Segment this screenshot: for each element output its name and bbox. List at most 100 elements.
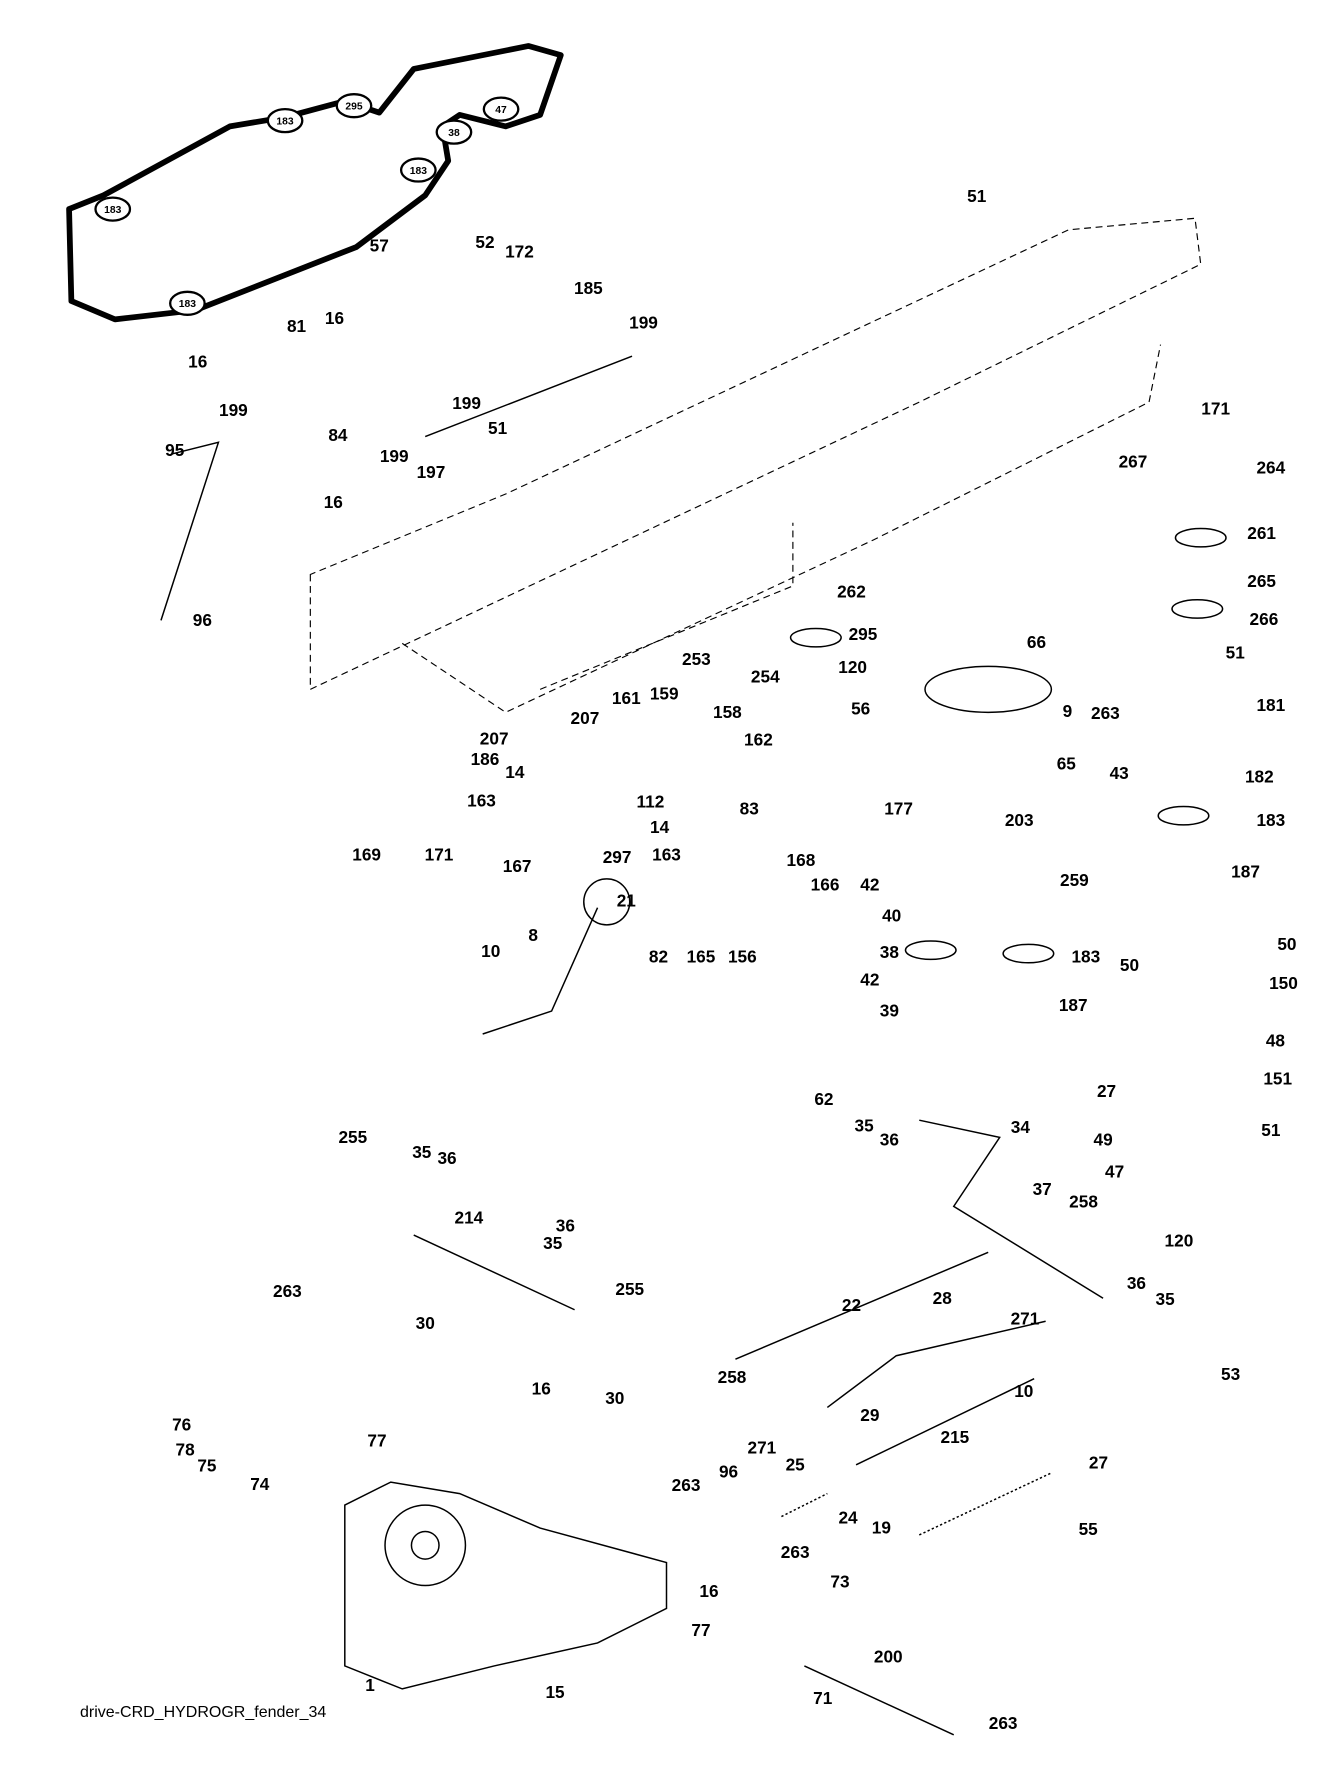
part-callout-1: 1 <box>365 1675 375 1695</box>
frame <box>309 217 1202 713</box>
part-callout-172: 172 <box>505 241 534 261</box>
part-callout-258: 258 <box>1069 1191 1098 1211</box>
part-callout-16: 16 <box>699 1581 718 1601</box>
part-callout-29: 29 <box>860 1405 879 1425</box>
part-callout-255: 255 <box>338 1127 367 1147</box>
part-callout-214: 214 <box>455 1208 484 1228</box>
belt-pulley-label: 183 <box>410 166 427 177</box>
part-callout-16: 16 <box>325 308 344 328</box>
belt-pulley-label: 295 <box>345 102 362 113</box>
part-callout-267: 267 <box>1119 452 1148 472</box>
belt-pulley-label: 47 <box>495 105 507 116</box>
part-callout-9: 9 <box>1063 701 1073 721</box>
part-callout-49: 49 <box>1094 1129 1113 1149</box>
part-callout-167: 167 <box>503 856 532 876</box>
part-callout-53: 53 <box>1221 1364 1240 1384</box>
part-callout-36: 36 <box>1127 1273 1146 1293</box>
part-callout-77: 77 <box>691 1620 710 1640</box>
part-callout-50: 50 <box>1277 934 1296 954</box>
part-callout-215: 215 <box>941 1427 970 1447</box>
belt-pulley-label: 183 <box>179 299 196 310</box>
part-callout-263: 263 <box>781 1542 810 1562</box>
part-callout-27: 27 <box>1097 1081 1116 1101</box>
belt-pulley-badge <box>94 196 132 222</box>
part-callout-207: 207 <box>480 728 509 748</box>
part-callout-187: 187 <box>1231 862 1260 882</box>
part-callout-51: 51 <box>1226 642 1246 662</box>
part-callout-52: 52 <box>475 232 494 252</box>
rods <box>160 355 1104 1736</box>
part-callout-35: 35 <box>543 1233 563 1253</box>
part-callout-254: 254 <box>751 666 780 686</box>
part-callout-36: 36 <box>556 1216 575 1236</box>
part-callout-30: 30 <box>416 1313 435 1333</box>
part-callout-78: 78 <box>176 1440 196 1460</box>
belt-pulley-badge <box>435 119 473 145</box>
part-callout-258: 258 <box>718 1367 747 1387</box>
drive-belt <box>66 43 564 323</box>
part-callout-62: 62 <box>814 1089 833 1109</box>
part-callout-177: 177 <box>884 799 913 819</box>
part-callout-159: 159 <box>650 684 679 704</box>
part-callout-163: 163 <box>652 844 681 864</box>
part-callout-10: 10 <box>1014 1381 1033 1401</box>
part-callout-35: 35 <box>1156 1289 1176 1309</box>
part-callout-263: 263 <box>273 1281 302 1301</box>
part-callout-120: 120 <box>838 657 867 677</box>
part-callout-24: 24 <box>838 1507 858 1527</box>
part-callout-16: 16 <box>188 352 207 372</box>
part-callout-169: 169 <box>352 844 381 864</box>
part-callout-271: 271 <box>747 1437 776 1457</box>
part-callout-95: 95 <box>165 440 185 460</box>
part-callout-82: 82 <box>649 947 668 967</box>
part-callout-42: 42 <box>860 874 879 894</box>
part-callout-96: 96 <box>719 1461 738 1481</box>
part-callout-166: 166 <box>811 874 840 894</box>
part-callout-36: 36 <box>880 1129 899 1149</box>
part-callout-163: 163 <box>467 790 496 810</box>
part-callout-271: 271 <box>1011 1309 1040 1329</box>
part-callout-185: 185 <box>574 278 603 298</box>
part-callout-199: 199 <box>629 313 658 333</box>
belt-pulley-badge <box>266 107 304 134</box>
part-callout-199: 199 <box>380 446 409 466</box>
part-callout-35: 35 <box>855 1116 875 1136</box>
belt-pulley-badge <box>399 157 437 183</box>
part-callout-51: 51 <box>1261 1120 1281 1140</box>
part-callout-165: 165 <box>687 947 716 967</box>
part-callout-22: 22 <box>842 1295 861 1315</box>
part-callout-183: 183 <box>1071 947 1100 967</box>
part-callout-73: 73 <box>830 1572 849 1592</box>
transmission <box>344 1481 668 1690</box>
part-callout-171: 171 <box>1201 399 1230 419</box>
part-callout-112: 112 <box>637 792 665 812</box>
part-callout-161: 161 <box>612 688 641 708</box>
part-callout-203: 203 <box>1005 810 1034 830</box>
part-callout-158: 158 <box>713 702 742 722</box>
part-callout-81: 81 <box>287 316 307 336</box>
part-callout-183: 183 <box>1256 810 1285 830</box>
part-callout-51: 51 <box>967 186 987 206</box>
part-callout-35: 35 <box>412 1142 432 1162</box>
part-callout-297: 297 <box>603 847 632 867</box>
part-callout-207: 207 <box>571 708 600 728</box>
part-callout-83: 83 <box>740 799 759 819</box>
part-callout-21: 21 <box>617 890 637 910</box>
belt-pulley-badge <box>482 96 520 122</box>
belt-pulley-label: 183 <box>276 117 293 128</box>
part-callout-263: 263 <box>989 1713 1018 1733</box>
part-callout-182: 182 <box>1245 766 1274 786</box>
part-callout-168: 168 <box>787 850 816 870</box>
part-callout-10: 10 <box>481 941 500 961</box>
part-callout-200: 200 <box>874 1646 903 1666</box>
part-callout-187: 187 <box>1059 995 1088 1015</box>
part-callout-48: 48 <box>1266 1031 1286 1051</box>
part-callout-255: 255 <box>615 1279 644 1299</box>
part-callout-253: 253 <box>682 649 711 669</box>
part-callout-264: 264 <box>1256 457 1285 477</box>
part-callout-57: 57 <box>370 236 389 256</box>
part-callout-261: 261 <box>1247 523 1276 543</box>
part-callout-43: 43 <box>1110 763 1129 783</box>
part-callout-259: 259 <box>1060 870 1089 890</box>
part-callout-77: 77 <box>367 1430 386 1450</box>
